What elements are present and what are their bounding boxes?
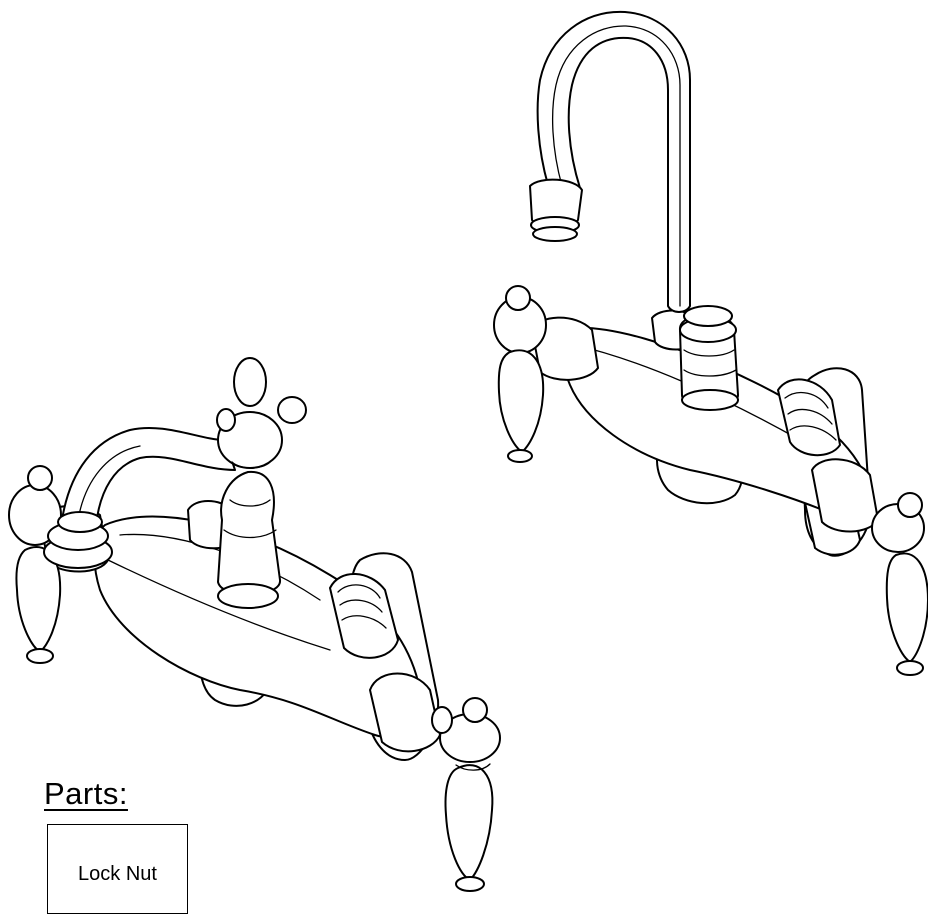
part-box-lock-nut[interactable]: Lock Nut (47, 824, 188, 914)
right-left-handle-knob-top (505, 285, 531, 311)
right-gooseneck-spout (536, 10, 691, 313)
left-collar-rib-3 (341, 615, 387, 629)
right-right-handle-knob-top (897, 492, 923, 518)
right-faucet (493, 10, 928, 676)
left-center-tower-base (217, 583, 279, 609)
left-right-handle-lever (444, 764, 494, 881)
left-right-lever-tip (455, 876, 485, 892)
right-left-lever-tip (507, 449, 533, 463)
right-collar-rib-3 (789, 425, 837, 441)
left-collar-rib (337, 584, 381, 599)
right-center-tower-band (683, 349, 735, 357)
right-collar-rib (784, 391, 829, 409)
left-right-handle-knob-top (462, 697, 488, 723)
left-faucet (8, 357, 501, 892)
left-collar-rib-2 (339, 599, 383, 613)
left-spout-arch-line (77, 445, 141, 521)
part-label: Lock Nut (78, 863, 157, 885)
right-center-tower-base (681, 389, 739, 411)
right-right-handle-lever (885, 552, 928, 663)
right-center-tower-ring-2 (683, 305, 733, 327)
left-right-handle-knob-left (431, 706, 453, 734)
left-left-handle-knob-top (27, 465, 53, 491)
left-spout-collar (57, 511, 103, 533)
right-right-lever-tip (896, 660, 924, 676)
right-gooseneck-line (551, 25, 681, 307)
left-body-seam-2 (107, 559, 331, 651)
right-left-handle-lever (497, 349, 545, 453)
right-center-tower-band-2 (683, 369, 737, 377)
left-center-handle-knob-right (277, 396, 307, 424)
left-center-handle-stem (231, 461, 271, 469)
left-left-lever-tip (26, 648, 54, 664)
right-spout-tip-ring-2 (532, 226, 578, 242)
right-collar-rib-2 (787, 408, 833, 425)
left-center-handle-knob-top (233, 357, 267, 407)
left-center-tower-band-2 (229, 499, 271, 507)
left-right-lever-neck (455, 763, 491, 771)
left-center-tower-band (223, 529, 277, 539)
right-ribbed-collar (777, 378, 841, 457)
parts-heading: Parts: (44, 776, 128, 811)
left-center-handle-knob-left (216, 408, 236, 432)
left-body (93, 515, 422, 739)
